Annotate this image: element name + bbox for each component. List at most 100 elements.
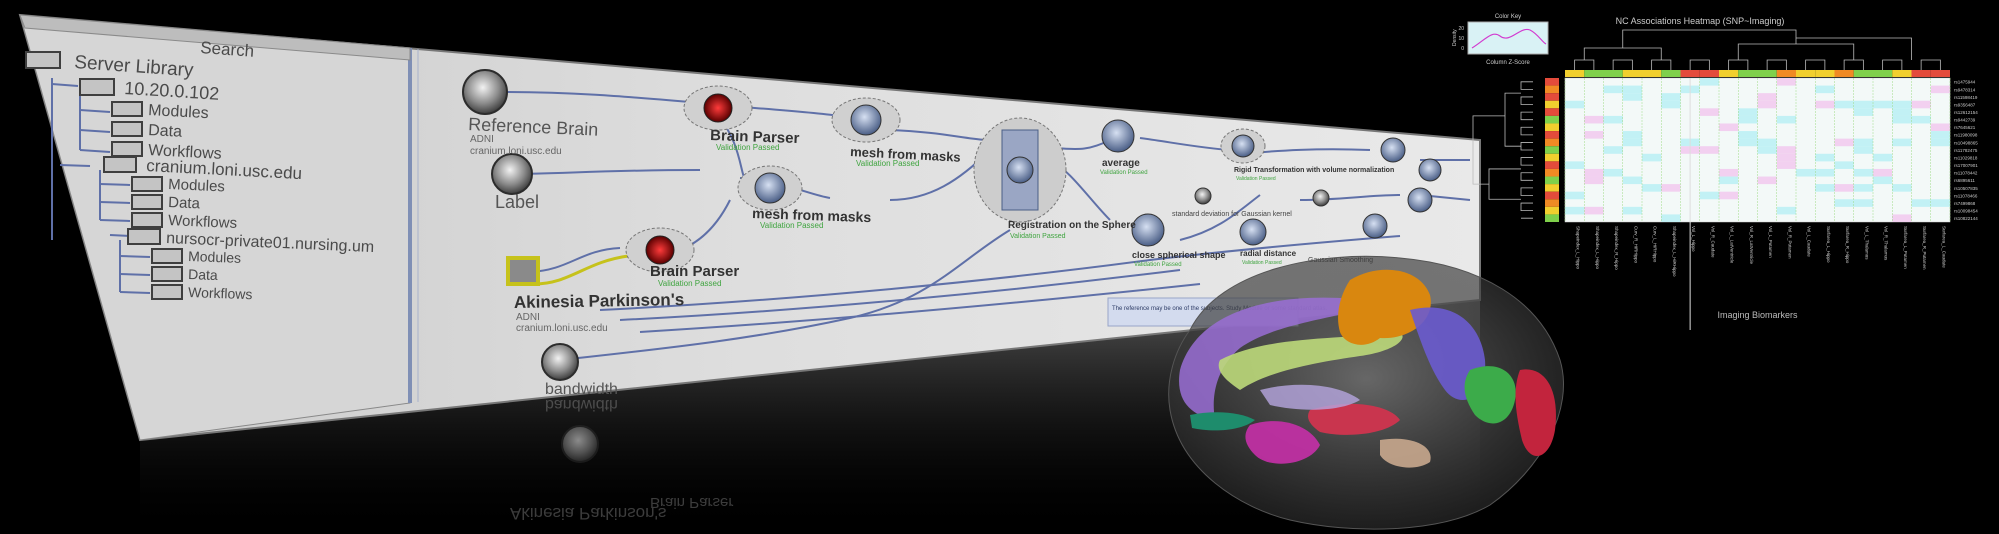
brain-parser-2-node[interactable] <box>625 227 695 273</box>
column-label: Vol_L_LatVentricle <box>1730 226 1735 264</box>
brain-parser-1-node[interactable] <box>683 85 753 131</box>
column-side-color <box>1699 70 1719 77</box>
tree-item-label[interactable]: Modules <box>168 176 225 195</box>
heatmap-cell <box>1699 146 1719 154</box>
rigid-transformation-node[interactable] <box>1220 128 1266 164</box>
mesh-from-masks-1-node[interactable] <box>831 97 901 143</box>
column-side-color <box>1738 70 1758 77</box>
gaussian-knob[interactable] <box>1312 189 1330 207</box>
brain-orange-region <box>1338 269 1431 345</box>
row-label: rs11078466 <box>1954 193 1978 198</box>
std-dev-label: standard deviation for Gaussian kernel <box>1172 211 1292 218</box>
search-header[interactable] <box>19 14 411 61</box>
folder-icon <box>111 101 143 117</box>
heatmap-cell <box>1661 93 1681 101</box>
heatmap-cell <box>1815 85 1835 94</box>
brain-parser-1-label: Brain Parser <box>710 127 800 147</box>
tree-item-label[interactable]: Data <box>188 266 218 283</box>
heatmap-cell <box>1853 138 1873 147</box>
heatmap-cell <box>1642 153 1662 162</box>
column-side-color <box>1815 70 1835 77</box>
close-spherical-node[interactable] <box>1131 213 1165 247</box>
mesh-2-label: mesh from masks <box>752 205 872 225</box>
label-knob[interactable] <box>491 153 533 195</box>
radial-distance-node[interactable] <box>1239 218 1267 246</box>
average-status: Validation Passed <box>1100 170 1148 176</box>
folder-icon <box>131 194 163 210</box>
column-side-color <box>1834 70 1854 77</box>
row-label: rs11029818 <box>1954 155 1978 160</box>
heatmap-cell <box>1719 176 1739 185</box>
average-node[interactable] <box>1101 119 1135 153</box>
side-node-1[interactable] <box>1380 137 1406 163</box>
bandwidth-knob[interactable] <box>541 343 579 381</box>
mesh-from-masks-2-node[interactable] <box>737 165 803 211</box>
row-label: rs12612154 <box>1954 110 1978 115</box>
folder-icon <box>111 141 143 157</box>
akinesia-source-icon[interactable] <box>506 256 540 286</box>
close-spherical-label: close spherical shape <box>1132 250 1226 260</box>
side-node-2[interactable] <box>1407 187 1433 213</box>
row-side-color <box>1545 131 1559 139</box>
side-node-3[interactable] <box>1362 213 1388 239</box>
tree-item-label[interactable]: Data <box>148 122 183 141</box>
brain-parser-1-status: Validation Passed <box>716 143 779 152</box>
heatmap-cell <box>1873 168 1893 177</box>
color-key-tick: 10 <box>1458 36 1464 42</box>
column-label: Vol_L_Hippo <box>1691 226 1696 252</box>
row-side-color <box>1545 115 1559 124</box>
heatmap-cell <box>1622 176 1642 185</box>
tree-item-label[interactable]: Data <box>168 194 201 212</box>
heatmap-cell <box>1719 168 1739 177</box>
reflection-knob <box>561 425 599 463</box>
column-label: Vol_R_LatVentricle <box>1749 226 1754 265</box>
tree-item-label[interactable]: Workflows <box>168 212 238 232</box>
heatmap-cell <box>1757 146 1777 154</box>
column-side-color <box>1661 70 1681 77</box>
registration-node[interactable] <box>973 117 1067 223</box>
heatmap-cell <box>1661 184 1681 192</box>
heatmap-cell <box>1699 191 1719 200</box>
row-label: rs9478314 <box>1954 87 1976 92</box>
tree-item-label[interactable]: Workflows <box>188 284 253 302</box>
heatmap-cell <box>1873 100 1893 109</box>
folder-icon <box>103 156 137 173</box>
row-side-color <box>1545 85 1559 94</box>
heatmap-cell <box>1565 161 1585 169</box>
heatmap-cell <box>1815 168 1835 177</box>
close-spherical-status: Validation Passed <box>1134 262 1182 268</box>
column-label: Shapeindex_L_Hippo <box>1576 226 1581 270</box>
row-label: rs10822144 <box>1954 216 1978 221</box>
column-label: Surfarea_R_Putamen <box>1922 226 1927 270</box>
column-label: Surfarea_L_Hippo <box>1826 226 1831 263</box>
column-side-color <box>1757 70 1777 77</box>
std-dev-knob[interactable] <box>1194 187 1212 205</box>
heatmap-cell <box>1757 93 1777 101</box>
column-label: Vol_R_Thalamus <box>1884 226 1889 261</box>
row-label: rs11782475 <box>1954 148 1978 153</box>
folder-icon <box>131 212 163 228</box>
heatmap-cell <box>1565 191 1585 200</box>
search-title[interactable]: Search <box>200 38 255 61</box>
heatmap-title: NC Associations Heatmap (SNP~Imaging) <box>1616 16 1785 26</box>
column-label: Vol_L_Putamen <box>1768 226 1773 258</box>
tree-item-label[interactable]: Workflows <box>148 142 222 163</box>
side-node-4[interactable] <box>1418 158 1442 182</box>
heatmap-cell <box>1757 100 1777 109</box>
row-label: rs9442739 <box>1954 118 1976 123</box>
reference-brain-knob[interactable] <box>462 69 508 115</box>
heatmap-cell <box>1661 100 1681 109</box>
rigid-label: Rigid Transformation with volume normali… <box>1234 167 1394 174</box>
heatmap-cell <box>1642 184 1662 192</box>
row-label: rs10098454 <box>1954 209 1978 214</box>
tree-item-label[interactable]: Modules <box>148 102 209 122</box>
row-side-color <box>1545 78 1559 86</box>
column-label: Surfarea_L_Caudate <box>1941 226 1946 268</box>
heatmap-cell <box>1892 115 1912 124</box>
heatmap-cell <box>1738 138 1758 147</box>
column-side-color <box>1642 70 1662 77</box>
tree-item-label[interactable]: Modules <box>188 248 241 266</box>
